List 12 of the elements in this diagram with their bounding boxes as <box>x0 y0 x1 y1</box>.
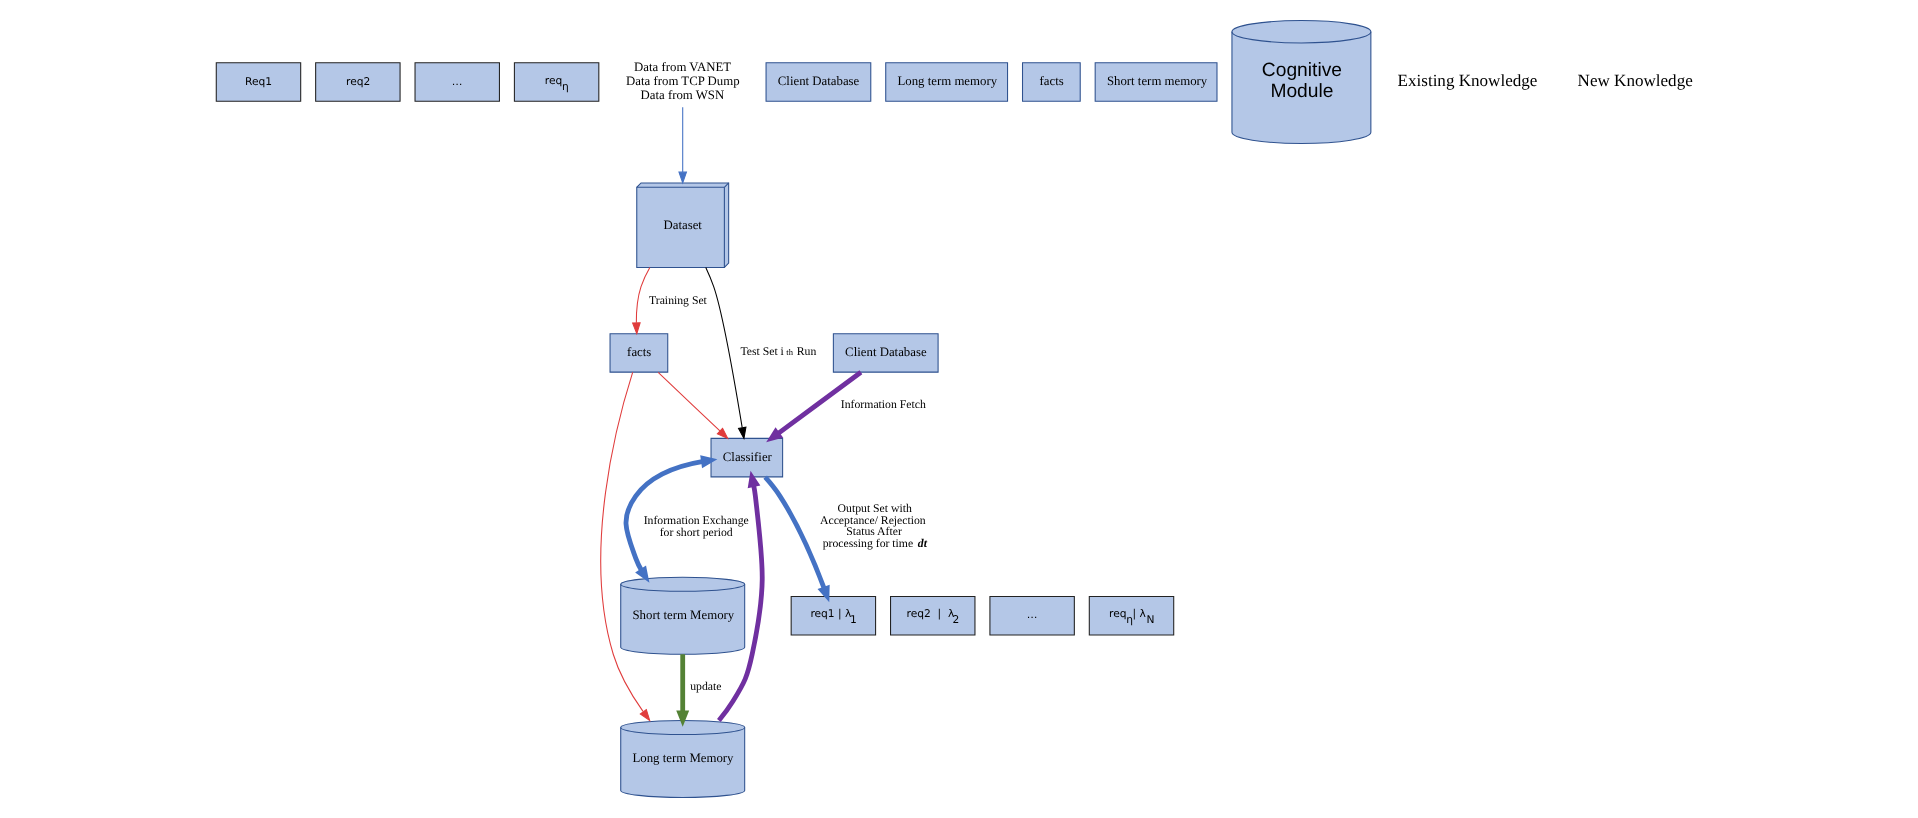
arrow <box>656 371 728 440</box>
arrow <box>762 475 829 603</box>
arrow <box>765 370 862 443</box>
arrow <box>716 470 764 723</box>
arrow <box>622 455 717 583</box>
label: Existing Knowledge <box>1396 70 1537 91</box>
arrow <box>704 266 746 440</box>
arrow <box>630 267 650 336</box>
label: New Knowledge <box>1576 70 1692 91</box>
arrow <box>675 654 689 727</box>
arrow <box>677 106 687 185</box>
arrow <box>599 371 650 722</box>
